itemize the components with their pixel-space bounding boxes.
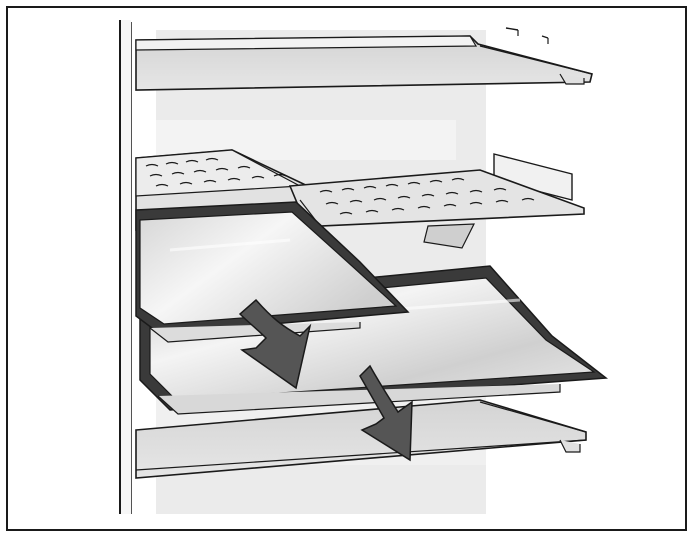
steel-pan-upper xyxy=(135,201,410,343)
rack-right xyxy=(288,153,585,249)
bottom-glass-shelf xyxy=(135,399,587,479)
top-glass-shelf xyxy=(135,27,593,91)
down-arrow-right xyxy=(359,364,413,462)
side-wall xyxy=(119,20,132,514)
down-arrow-left xyxy=(238,298,312,390)
